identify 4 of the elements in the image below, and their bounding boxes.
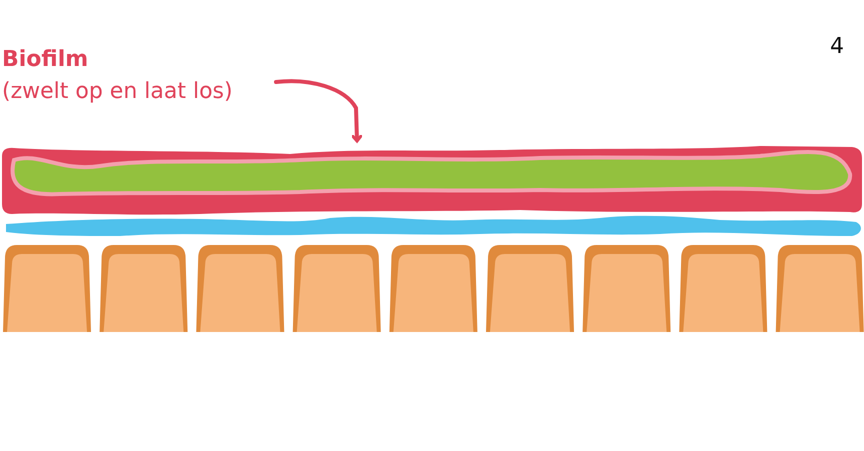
arrow [274, 79, 364, 142]
page-number: 4 [830, 34, 844, 59]
heading-text: Biofilm [2, 46, 88, 74]
caption-text: (zwelt op en laat los) [2, 78, 233, 106]
